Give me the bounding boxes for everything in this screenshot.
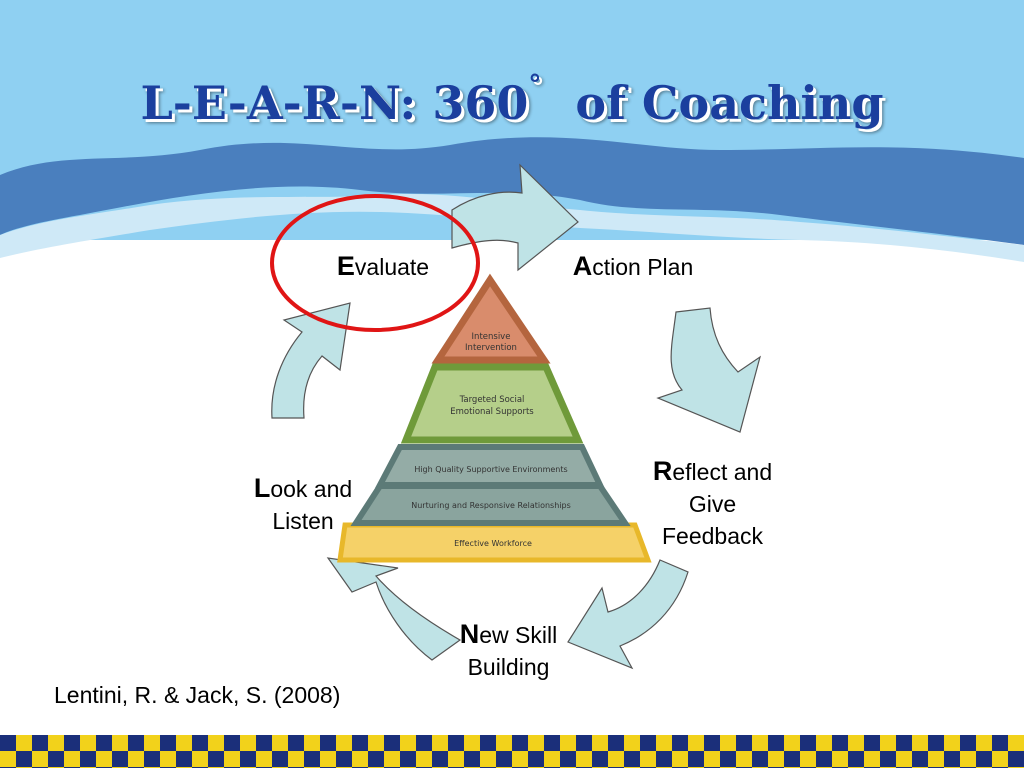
- pyramid-tier-2-line2: Emotional Supports: [450, 407, 534, 417]
- pyramid-tier-2: [400, 363, 584, 444]
- reflect-line3: Feedback: [661, 523, 763, 549]
- pyramid-tier-1-line1: Intensive: [472, 332, 511, 342]
- newskill-rest-line1: ew Skill: [479, 622, 558, 648]
- label-action-plan: Action Plan: [548, 250, 718, 283]
- title-tail: of Coaching: [575, 76, 884, 130]
- look-line2: Listen: [272, 508, 334, 534]
- look-rest-line1: ook and: [270, 476, 353, 502]
- wave-light: [0, 193, 1024, 262]
- pyramid-tier-5-label: Effective Workforce: [454, 539, 532, 548]
- evaluate-rest: valuate: [354, 254, 430, 280]
- newskill-initial: N: [459, 619, 480, 649]
- title-main: L-E-A-R-N: 360: [140, 76, 529, 130]
- cycle-arrow-bottom-right: [567, 559, 689, 670]
- pyramid-tier-3: [375, 444, 605, 488]
- evaluate-initial: E: [336, 251, 355, 281]
- slide-title: L-E-A-R-N: 360° of Coaching: [0, 70, 1024, 130]
- action-rest: ction Plan: [592, 254, 694, 280]
- pyramid-tier-4-label: Nurturing and Responsive Relationships: [411, 501, 571, 510]
- citation: Lentini, R. & Jack, S. (2008): [54, 682, 341, 708]
- label-evaluate: Evaluate: [318, 250, 448, 283]
- checkered-border: [0, 735, 1024, 768]
- reflect-line2: Give: [688, 491, 737, 517]
- reflect-initial: R: [652, 456, 673, 486]
- newskill-line2: Building: [467, 654, 550, 680]
- highlight-circle: [270, 194, 480, 332]
- action-initial: A: [572, 251, 593, 281]
- pyramid-tier-1: [431, 273, 551, 364]
- look-initial: L: [253, 473, 271, 503]
- pyramid-tier-2-line1: Targeted Social: [459, 395, 525, 405]
- wave-dark: [0, 137, 1024, 245]
- pyramid-tier-1-line2: Intervention: [465, 343, 517, 353]
- cycle-arrow-bottom-left: [326, 557, 462, 661]
- title-degree: °: [528, 70, 542, 100]
- cycle-arrow-left: [271, 302, 351, 419]
- cycle-arrow-right: [656, 307, 761, 433]
- label-new-skill: New Skill Building: [436, 618, 581, 683]
- label-reflect: Reflect and Give Feedback: [630, 455, 795, 552]
- pyramid: Intensive Intervention Targeted Social E…: [337, 273, 652, 563]
- label-look-listen: Look and Listen: [228, 472, 378, 537]
- pyramid-tier-3-label: High Quality Supportive Environments: [414, 465, 567, 474]
- reflect-rest-line1: eflect and: [672, 459, 773, 485]
